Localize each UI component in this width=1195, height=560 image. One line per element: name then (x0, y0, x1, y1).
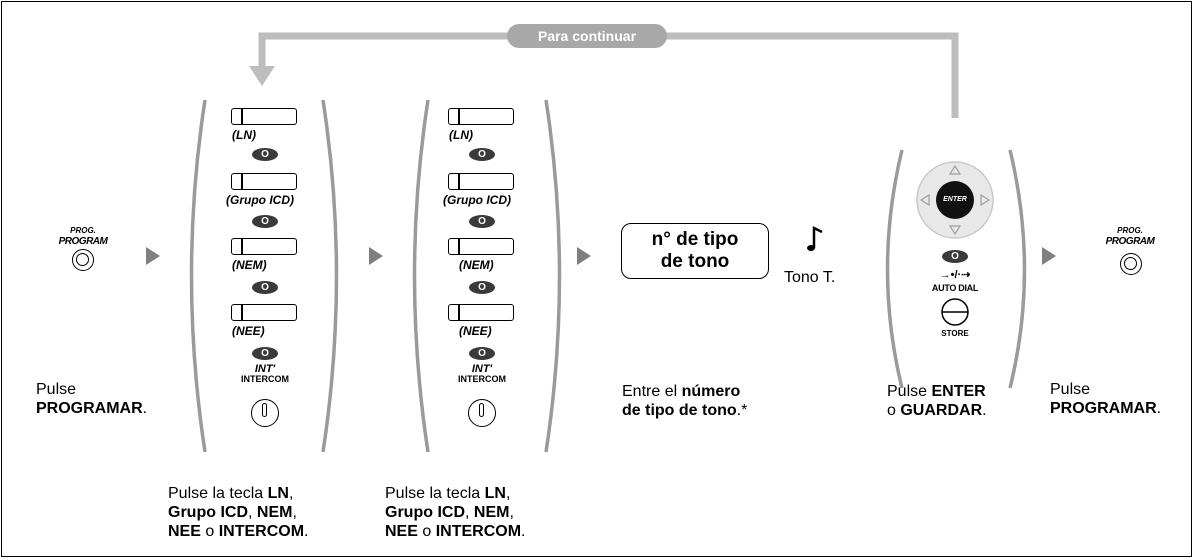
nee-label: (NEE) (232, 324, 265, 338)
icd-group-label: (Grupo ICD) (443, 193, 511, 207)
step1-caption-suffix: . (142, 400, 148, 417)
group2-right-paren (544, 99, 562, 453)
ln-key[interactable] (231, 108, 297, 125)
group1-left-paren (189, 99, 207, 453)
enter-group-right-paren (1008, 149, 1027, 389)
last-caption: Pulse PROGRAMAR. (1050, 380, 1161, 418)
flow-arrow-3 (577, 247, 591, 265)
nem-key[interactable] (231, 238, 297, 255)
program-button[interactable] (72, 249, 94, 271)
nee-key[interactable] (231, 304, 297, 321)
nem-label: (NEM) (232, 258, 267, 272)
intercom-button[interactable] (468, 399, 496, 427)
group1-caption: Pulse la tecla LN, Grupo ICD, NEM, NEE o… (168, 485, 309, 540)
step1-caption-line1: Pulse (36, 381, 77, 398)
nem-key[interactable] (448, 238, 514, 255)
last-caption-line1: Pulse (1050, 381, 1091, 398)
or-separator: O (942, 250, 968, 263)
store-label: STORE (941, 329, 969, 338)
or-separator: O (252, 148, 278, 161)
tone-label: Tono T. (784, 269, 836, 286)
prog-small-label: PROG. (1117, 226, 1143, 235)
ln-key[interactable] (448, 108, 514, 125)
program-button[interactable] (1120, 253, 1142, 275)
auto-dial-label: AUTO DIAL (931, 283, 979, 293)
icd-group-label: (Grupo ICD) (226, 193, 294, 207)
int-label: INT' (254, 363, 276, 375)
prog-small-label: PROG. (70, 226, 96, 235)
group2-left-paren (412, 99, 430, 453)
group1-right-paren (321, 99, 339, 453)
continue-loop-arrowhead (249, 66, 275, 86)
flow-arrow-2 (369, 247, 383, 265)
or-separator: O (469, 215, 495, 228)
enter-button-disc (936, 181, 974, 219)
enter-caption: Pulse ENTER o GUARDAR. (887, 383, 987, 419)
nee-label: (NEE) (459, 324, 492, 338)
enter-label: ENTER (943, 196, 967, 203)
program-label: PROGRAM (1105, 236, 1155, 247)
tone-note-icon (807, 225, 823, 251)
intercom-label: INTERCOM (458, 374, 506, 384)
last-caption-suffix: . (1156, 400, 1162, 417)
nee-key[interactable] (448, 304, 514, 321)
tone-number-line1: n° de tipo (651, 229, 739, 250)
or-separator: O (469, 281, 495, 294)
continue-pill: Para continuar (507, 24, 667, 48)
or-separator: O (252, 215, 278, 228)
or-separator: O (469, 148, 495, 161)
ln-label: (LN) (449, 128, 473, 142)
flow-arrow-4 (1042, 247, 1056, 265)
step1-caption-bold: PROGRAMAR (36, 400, 143, 417)
enter-group-left-paren (885, 149, 904, 389)
continue-label: Para continuar (537, 28, 637, 44)
program-label: PROGRAM (58, 236, 108, 247)
ln-label: (LN) (232, 128, 256, 142)
or-separator: O (252, 281, 278, 294)
icd-group-key[interactable] (448, 173, 514, 190)
entry-caption: Entre el número de tipo de tono.* (622, 383, 748, 419)
last-caption-bold: PROGRAMAR (1050, 400, 1157, 417)
tone-number-box[interactable]: n° de tipo de tono (621, 223, 769, 279)
intercom-label: INTERCOM (241, 374, 289, 384)
group2-caption: Pulse la tecla LN, Grupo ICD, NEM, NEE o… (385, 485, 526, 540)
tone-number-line2: de tono (660, 251, 730, 272)
nem-label: (NEM) (459, 258, 494, 272)
or-separator: O (469, 347, 495, 360)
or-separator: O (252, 347, 278, 360)
auto-dial-arrows: →•/·⇢ (939, 269, 971, 281)
continue-loop-line (258, 32, 959, 118)
flow-arrow-1 (146, 247, 160, 265)
enter-button[interactable] (936, 182, 974, 220)
int-label: INT' (471, 363, 493, 375)
icd-group-key[interactable] (231, 173, 297, 190)
step1-caption: Pulse PROGRAMAR. (36, 380, 147, 418)
intercom-button[interactable] (251, 399, 279, 427)
